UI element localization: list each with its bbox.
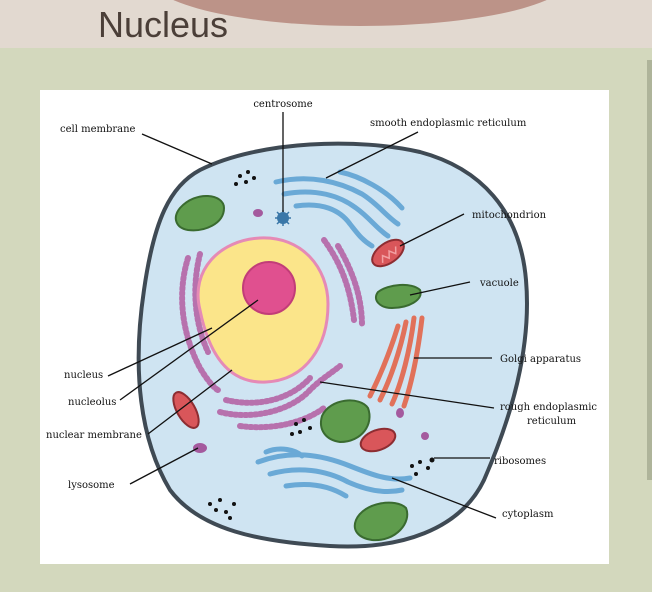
centrosome xyxy=(275,210,291,226)
lysosome-3 xyxy=(396,408,404,418)
mitochondrion-1 xyxy=(371,238,405,268)
vacuole-1 xyxy=(174,194,226,232)
ribosomes-cluster-4 xyxy=(208,498,236,520)
vacuole-4 xyxy=(353,501,409,542)
vacuole-2 xyxy=(374,284,422,310)
vacuole-3 xyxy=(320,399,371,444)
label-rough-er-2: reticulum xyxy=(527,416,577,427)
label-nuclear-membrane: nuclear membrane xyxy=(46,430,142,441)
label-vacuole: vacuole xyxy=(479,278,519,289)
lysosome-2 xyxy=(193,443,207,453)
diagram-panel: centrosome cell membrane smooth endoplas… xyxy=(40,90,609,564)
label-cell-membrane: cell membrane xyxy=(60,124,136,135)
lysosome-1 xyxy=(253,209,263,217)
smooth-er-bottom xyxy=(255,446,413,499)
header-bar: Nucleus xyxy=(0,0,652,48)
leader-lines xyxy=(107,112,497,519)
ribosomes-cluster-3 xyxy=(410,457,435,476)
animal-cell-diagram: centrosome cell membrane smooth endoplas… xyxy=(46,99,597,549)
smooth-er-top xyxy=(273,169,405,249)
label-mitochondrion: mitochondrion xyxy=(472,210,547,221)
mitochondrion-3 xyxy=(359,427,397,453)
lysosome-4 xyxy=(421,432,429,440)
nucleolus xyxy=(242,261,296,315)
label-lysosome: lysosome xyxy=(68,480,115,491)
label-rough-er-1: rough endoplasmic xyxy=(500,402,597,413)
mitochondrion-2 xyxy=(172,391,200,429)
right-edge-shadow xyxy=(647,60,652,480)
label-golgi: Golgi apparatus xyxy=(500,354,581,365)
label-ribosomes: ribosomes xyxy=(494,456,546,467)
label-nucleolus: nucleolus xyxy=(68,397,116,408)
label-nucleus: nucleus xyxy=(64,370,103,381)
page-title: Nucleus xyxy=(98,4,229,45)
label-cytoplasm: cytoplasm xyxy=(502,509,554,520)
ribosomes-cluster-2 xyxy=(290,418,312,436)
label-smooth-er: smooth endoplasmic reticulum xyxy=(370,118,527,129)
ribosomes-cluster-1 xyxy=(234,170,256,186)
label-centrosome: centrosome xyxy=(253,99,312,110)
rough-er xyxy=(179,237,365,431)
